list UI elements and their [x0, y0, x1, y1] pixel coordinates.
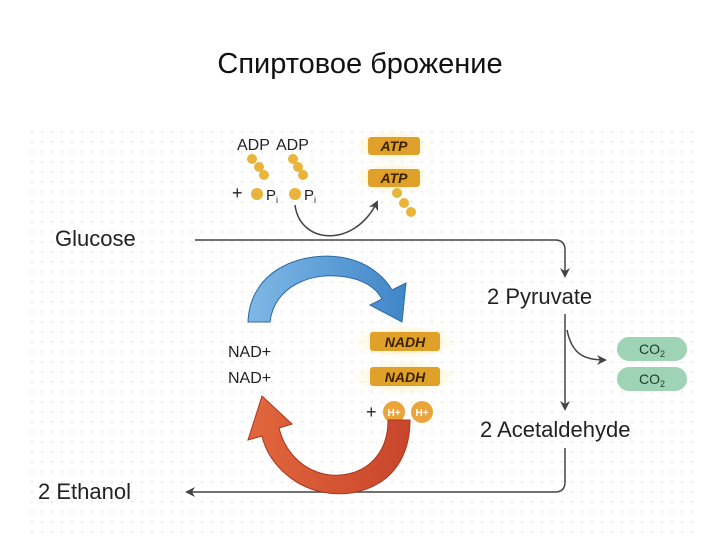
nadh-badge-1	[370, 332, 440, 351]
co2-label-1: CO2	[639, 341, 665, 359]
co2-label-2: CO2	[639, 371, 665, 389]
pyruvate-label: 2 Pyruvate	[487, 284, 592, 309]
co2-group: CO2 CO2	[617, 337, 687, 391]
atp-output-group: ATP ATP	[354, 130, 430, 217]
adp-phosphate-balls-2	[288, 154, 308, 180]
atp-badge-1	[368, 137, 420, 155]
adp-label-1: ADP	[237, 137, 270, 154]
co2-badge-1	[617, 337, 687, 361]
h-plus-sign: +	[366, 402, 377, 422]
h-plus-group: + H+ H+	[366, 401, 433, 423]
adp-phosphate-balls-1	[247, 154, 269, 180]
glucose-label: Glucose	[55, 226, 136, 251]
nadh-badge-2	[370, 367, 440, 386]
atp-label-1: ATP	[380, 138, 409, 154]
h-plus-label-2: H+	[415, 408, 428, 419]
co2-badge-2	[617, 367, 687, 391]
ethanol-label: 2 Ethanol	[38, 479, 131, 504]
h-plus-ball-1	[383, 401, 405, 423]
acetaldehyde-to-ethanol-line	[185, 448, 566, 497]
page-title: Спиртовое брожение	[217, 48, 503, 80]
nadh-oxidation-arrow	[247, 395, 411, 495]
atp-synthesis-arrow	[294, 200, 379, 237]
co2-release-arrow	[566, 329, 607, 365]
atp-badge-2	[368, 169, 420, 187]
adp-label-2: ADP	[276, 137, 309, 154]
atp-label-2: ATP	[380, 170, 409, 186]
nad-label-1: NAD+	[228, 344, 271, 361]
nad-label-2: NAD+	[228, 370, 271, 387]
h-plus-ball-2	[411, 401, 433, 423]
plus-sign-pi: +	[232, 183, 243, 203]
pi-ball-1	[251, 188, 263, 200]
nadh-label-1: NADH	[385, 334, 426, 350]
glucose-to-pyruvate-line	[195, 239, 570, 278]
pi-label-1: Pi	[266, 187, 278, 205]
nadh-group: NADH NADH	[353, 325, 457, 394]
acetaldehyde-label: 2 Acetaldehyde	[480, 417, 630, 442]
h-plus-label-1: H+	[387, 408, 400, 419]
adp-group: ADP ADP + Pi Pi	[232, 137, 316, 205]
pi-label-2: Pi	[304, 187, 316, 205]
nad-reduction-arrow	[247, 255, 407, 323]
nadh-label-2: NADH	[385, 369, 426, 385]
pi-ball-2	[289, 188, 301, 200]
atp-phosphate-balls	[392, 188, 416, 217]
